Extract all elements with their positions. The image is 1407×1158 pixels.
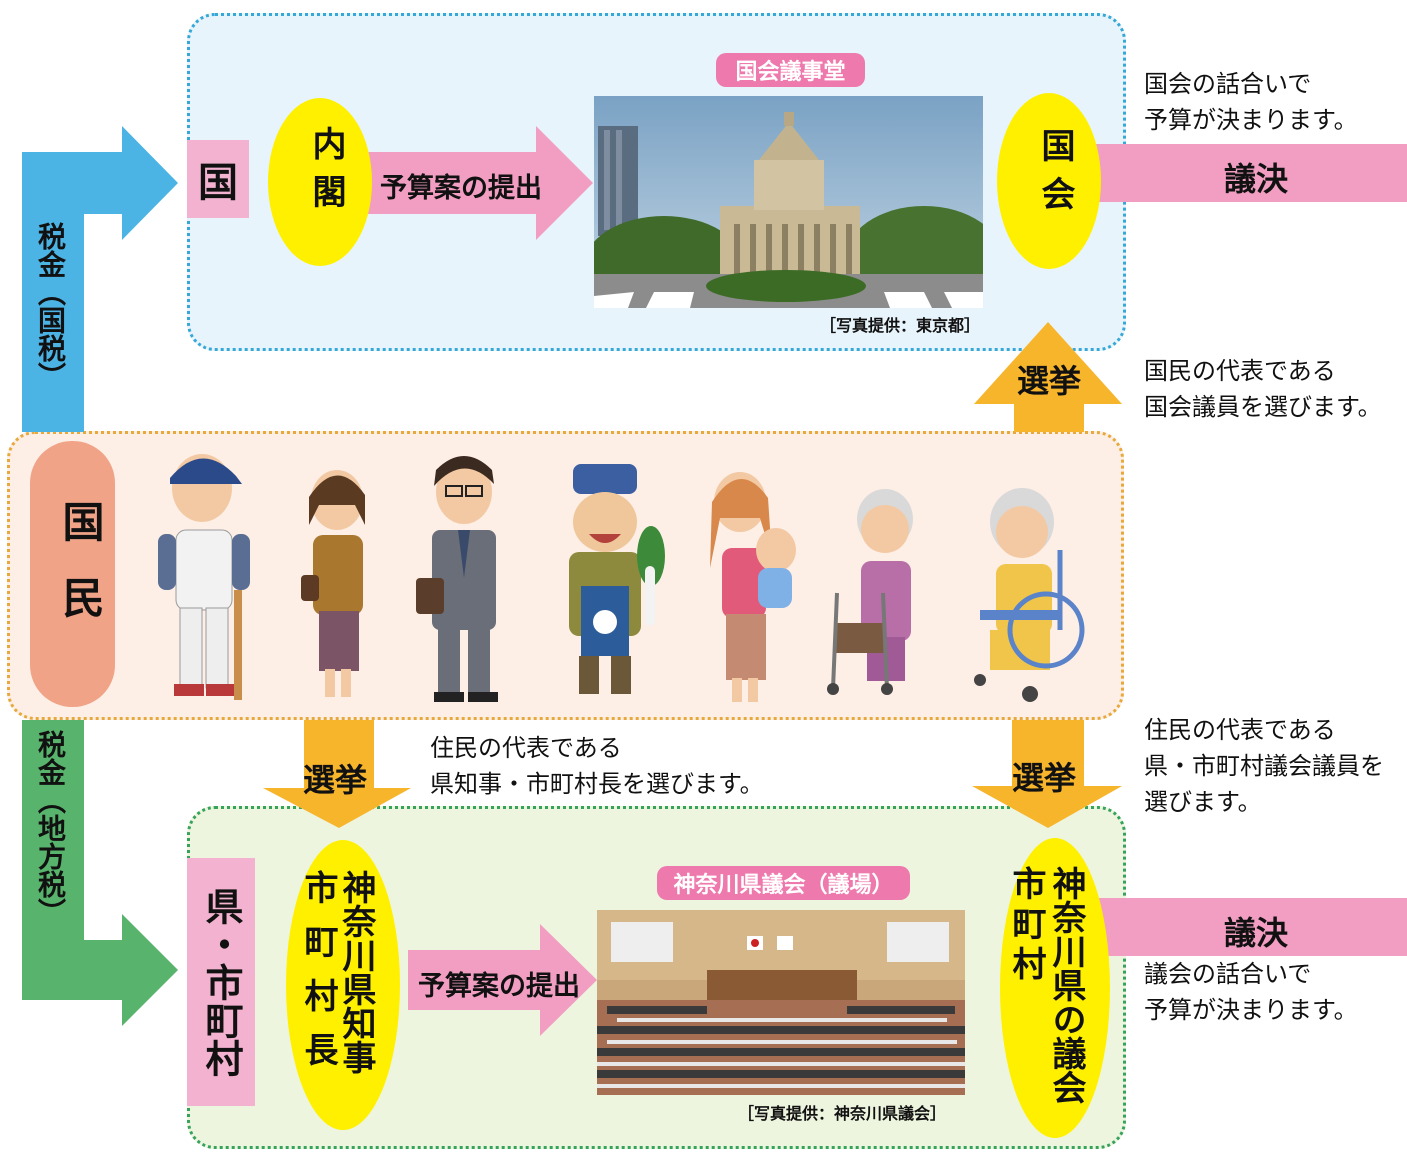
national-resolution-label: 議決 — [1224, 160, 1289, 198]
national-note-line-1: 国会の話合いで — [1144, 70, 1312, 98]
governor-label-col1: 神奈川県知事 — [336, 870, 376, 1074]
national-election-note-line-2: 国会議員を選びます。 — [1144, 393, 1382, 421]
assembly-hall-photo — [597, 910, 965, 1095]
local-resolution-label: 議決 — [1224, 914, 1289, 952]
local-tax-arrow — [22, 720, 178, 1026]
national-resolution-arrow — [1085, 144, 1407, 202]
right-election-note-line-2: 県・市町村議会議員を — [1144, 752, 1384, 780]
national-budget-arrow — [368, 126, 593, 240]
local-note-line-2: 予算が決まります。 — [1144, 996, 1358, 1024]
prefecture-box: 県・市町村 — [187, 858, 255, 1106]
right-election-label: 選挙 — [1012, 759, 1077, 797]
local-tax-label: 税金（地方税） — [34, 730, 67, 926]
right-election-arrow — [972, 720, 1122, 828]
left-election-note-line-1: 住民の代表である — [430, 734, 622, 762]
national-note-line-2: 予算が決まります。 — [1144, 106, 1358, 134]
local-resolution-arrow — [1090, 898, 1407, 956]
local-budget-label: 予算案の提出 — [418, 971, 580, 1002]
national-election-label: 選挙 — [1017, 362, 1082, 400]
national-note: 国会の話合いで 予算が決まります。 — [1144, 66, 1358, 138]
citizens-label: 国民 — [56, 500, 105, 652]
national-photo-credit: ［写真提供：東京都］ — [820, 316, 981, 335]
national-tax-arrow — [22, 126, 178, 432]
country-box: 国 — [187, 140, 249, 218]
right-election-note-line-1: 住民の代表である — [1144, 716, 1336, 744]
local-budget-arrow — [408, 924, 597, 1036]
assembly-oval — [1000, 838, 1110, 1138]
local-note: 議会の話合いで 予算が決まります。 — [1144, 956, 1358, 1028]
national-election-arrow — [974, 322, 1122, 432]
governor-oval — [286, 840, 400, 1130]
farmer-icon — [569, 464, 665, 694]
citizens-pill — [30, 441, 115, 707]
national-tax-label: 税金（国税） — [34, 222, 67, 390]
diet-label: 国会 — [1035, 128, 1075, 224]
national-budget-label: 予算案の提出 — [380, 173, 542, 204]
diet-building-photo — [594, 96, 983, 308]
elderly-woman-walker-icon — [827, 489, 913, 695]
national-election-note: 国民の代表である 国会議員を選びます。 — [1144, 353, 1382, 425]
left-election-label: 選挙 — [303, 761, 368, 799]
right-election-note: 住民の代表である 県・市町村議会議員を 選びます。 — [1144, 712, 1384, 820]
businessman-icon — [416, 456, 498, 702]
assembly-label-col2: 市町村 — [1006, 866, 1046, 986]
local-photo-credit: ［写真提供：神奈川県議会］ — [738, 1104, 947, 1123]
assembly-caption: 神奈川県議会（議場） — [657, 866, 910, 900]
building-caption: 国会議事堂 — [716, 53, 865, 87]
local-note-line-1: 議会の話合いで — [1144, 960, 1312, 988]
cabinet-oval — [268, 98, 372, 266]
prefecture-label: 県・市町村 — [199, 887, 243, 1077]
left-election-note-line-2: 県知事・市町村長を選びます。 — [430, 770, 764, 798]
cabinet-label: 内閣 — [306, 126, 346, 222]
assembly-label-col1: 神奈川県の議会 — [1046, 866, 1086, 1104]
national-election-note-line-1: 国民の代表である — [1144, 357, 1336, 385]
elderly-woman-wheelchair-icon — [974, 488, 1085, 702]
office-woman-icon — [301, 470, 365, 697]
right-election-note-line-3: 選びます。 — [1144, 788, 1262, 816]
governor-label-col2: 市町村長 — [298, 870, 338, 1086]
mother-with-baby-icon — [710, 472, 796, 702]
country-label: 国 — [198, 160, 238, 206]
baseball-player-icon — [158, 454, 250, 700]
left-election-note: 住民の代表である 県知事・市町村長を選びます。 — [430, 730, 764, 802]
diet-oval — [997, 93, 1101, 269]
left-election-arrow — [263, 720, 411, 828]
